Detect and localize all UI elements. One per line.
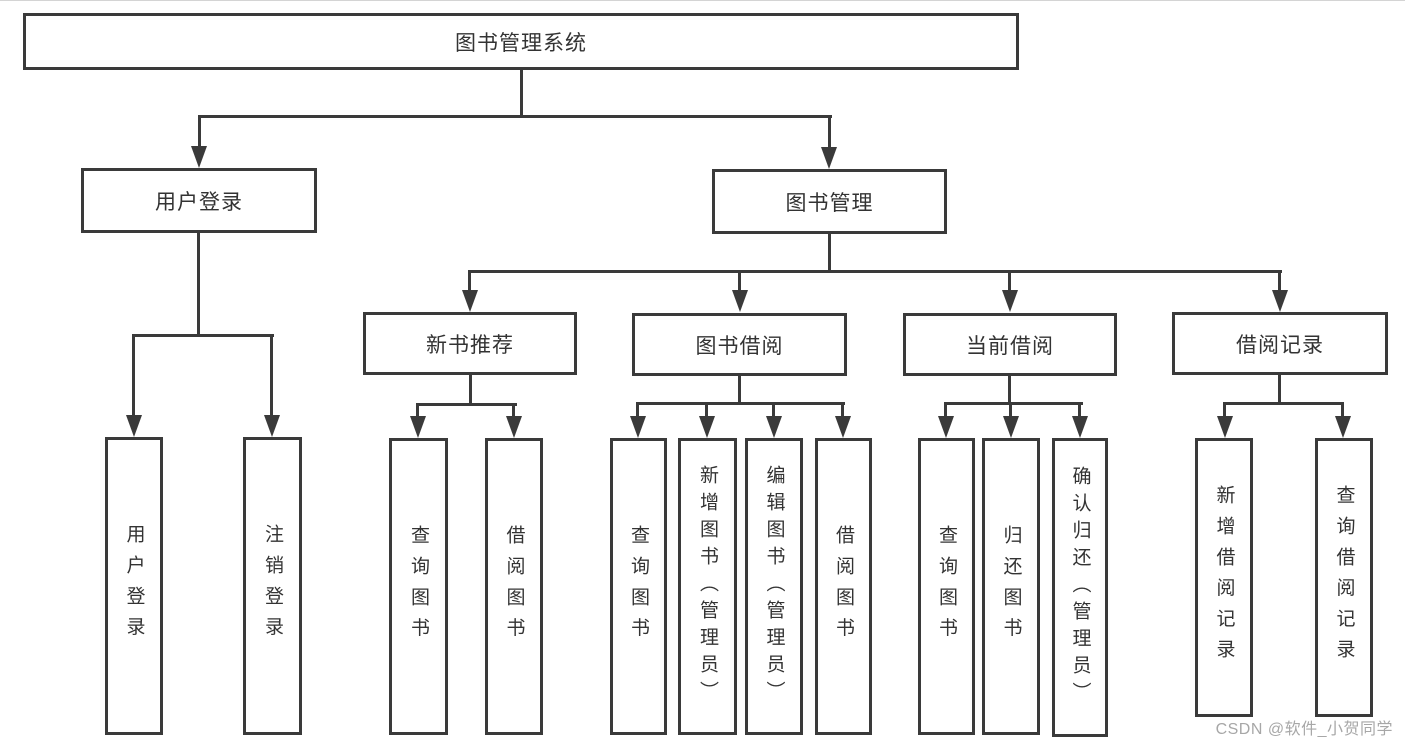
connector-line [1278, 270, 1281, 290]
connector-line [841, 402, 844, 416]
arrow-down-icon [191, 146, 207, 168]
connector-line [197, 233, 200, 336]
connector-line [705, 402, 708, 416]
node-borrow-records: 借阅记录 [1172, 312, 1388, 375]
connector-line [738, 376, 741, 405]
top-hairline [0, 0, 1405, 1]
connector-line [944, 402, 947, 416]
node-new-book-rec: 新书推荐 [363, 312, 577, 375]
arrow-down-icon [938, 416, 954, 438]
connector-line [520, 69, 523, 118]
connector-line [1223, 402, 1344, 405]
connector-line [828, 234, 831, 273]
arrow-down-icon [821, 147, 837, 169]
arrow-down-icon [126, 415, 142, 437]
arrow-down-icon [410, 416, 426, 438]
arrow-down-icon [699, 416, 715, 438]
arrow-down-icon [506, 416, 522, 438]
node-book-borrow: 图书借阅 [632, 313, 847, 376]
arrow-down-icon [1335, 416, 1351, 438]
arrow-down-icon [835, 416, 851, 438]
leaf-query-borrow-record: 查询借阅记录 [1315, 438, 1373, 717]
connector-line [828, 115, 831, 147]
connector-line [772, 402, 775, 416]
leaf-borrow-books-newrec: 借阅图书 [485, 438, 543, 735]
node-book-mgmt: 图书管理 [712, 169, 947, 234]
connector-line [512, 403, 515, 416]
leaf-add-borrow-record: 新增借阅记录 [1195, 438, 1253, 717]
connector-line [636, 402, 639, 416]
arrow-down-icon [1072, 416, 1088, 438]
arrow-down-icon [264, 415, 280, 437]
connector-line [416, 403, 517, 406]
connector-line [416, 403, 419, 416]
leaf-query-books-newrec: 查询图书 [389, 438, 448, 735]
connector-line [1008, 376, 1011, 405]
leaf-user-login: 用户登录 [105, 437, 163, 735]
connector-line [944, 402, 1083, 405]
connector-line [132, 334, 135, 415]
node-user-login: 用户登录 [81, 168, 317, 233]
arrow-down-icon [1002, 290, 1018, 312]
connector-line [1078, 402, 1081, 416]
connector-line [738, 270, 741, 290]
leaf-edit-book-admin: 编辑图书（管理员） [745, 438, 803, 735]
leaf-add-book-admin: 新增图书（管理员） [678, 438, 737, 735]
connector-line [198, 115, 201, 146]
connector-line [1008, 270, 1011, 290]
connector-line [198, 115, 832, 118]
connector-line [1341, 402, 1344, 416]
arrow-down-icon [630, 416, 646, 438]
leaf-confirm-return-admin: 确认归还（管理员） [1052, 438, 1108, 737]
leaf-logout: 注销登录 [243, 437, 302, 735]
leaf-return-book: 归还图书 [982, 438, 1040, 735]
connector-line [1223, 402, 1226, 416]
connector-line [468, 270, 1282, 273]
node-current-borrow: 当前借阅 [903, 313, 1117, 376]
connector-line [132, 334, 274, 337]
connector-line [469, 375, 472, 406]
arrow-down-icon [766, 416, 782, 438]
connector-line [1278, 375, 1281, 405]
arrow-down-icon [1272, 290, 1288, 312]
connector-line [1009, 402, 1012, 416]
arrow-down-icon [1003, 416, 1019, 438]
connector-line [270, 334, 273, 415]
connector-line [636, 402, 845, 405]
arrow-down-icon [732, 290, 748, 312]
leaf-borrow-books-borrow: 借阅图书 [815, 438, 872, 735]
connector-line [468, 270, 471, 290]
leaf-query-books-current: 查询图书 [918, 438, 975, 735]
arrow-down-icon [462, 290, 478, 312]
watermark: CSDN @软件_小贺同学 [1215, 721, 1393, 738]
node-root: 图书管理系统 [23, 13, 1019, 70]
arrow-down-icon [1217, 416, 1233, 438]
leaf-query-books-borrow: 查询图书 [610, 438, 667, 735]
